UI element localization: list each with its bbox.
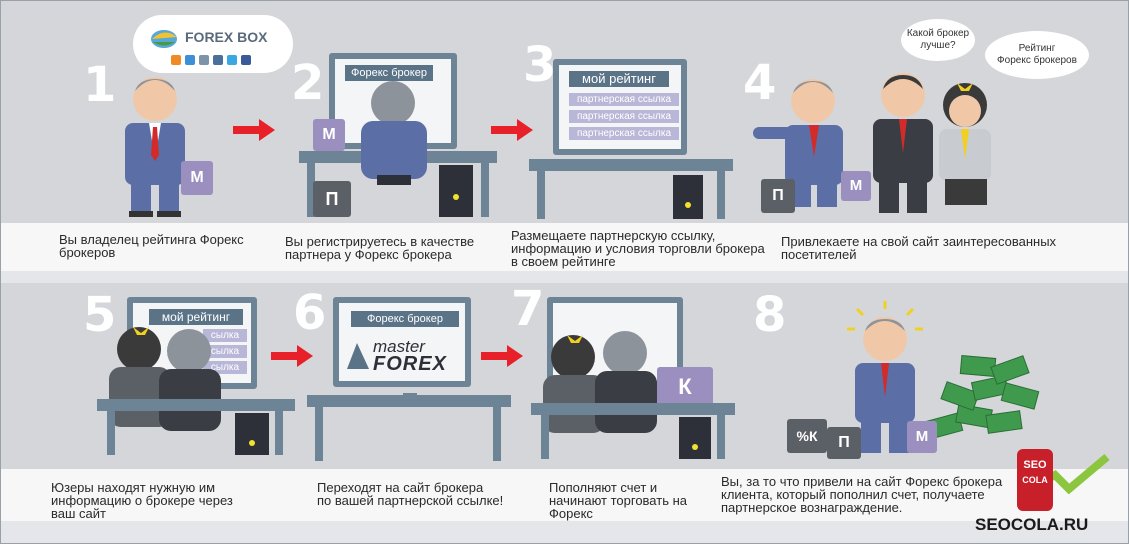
woman-visitor-figure bbox=[939, 83, 991, 205]
odnoklassniki-icon[interactable] bbox=[199, 55, 209, 65]
logo-text: FOREX BOX bbox=[185, 29, 268, 45]
arrow-right-icon bbox=[271, 345, 313, 367]
step-4-caption: Привлекаете на свой сайт заинтересованны… bbox=[781, 234, 1057, 262]
speech-bubble: Какой брокер лучше? bbox=[901, 19, 975, 61]
facebook-icon[interactable] bbox=[241, 55, 251, 65]
user-back-figure bbox=[361, 81, 427, 185]
step-number-2: 2 bbox=[291, 55, 325, 111]
step-6-caption: Переходят на сайт брокера по вашей партн… bbox=[317, 480, 504, 508]
twitter-icon[interactable] bbox=[227, 55, 237, 65]
ie-icon[interactable] bbox=[185, 55, 195, 65]
masterforex-emblem-icon bbox=[347, 343, 369, 369]
can-cola-text: COLA bbox=[1022, 475, 1048, 485]
monitor: мой рейтинг партнерская ссылка партнерск… bbox=[553, 59, 687, 155]
businessman-figure bbox=[125, 77, 185, 217]
step-number-8: 8 bbox=[753, 287, 787, 343]
logo-globe-icon bbox=[151, 30, 177, 48]
arrow-right-icon bbox=[481, 345, 523, 367]
step-number-3: 3 bbox=[523, 37, 557, 93]
bag-k: К bbox=[657, 367, 713, 407]
step-7-caption: Пополняют счет и начинают торговать на Ф… bbox=[549, 480, 688, 521]
step-8-caption: Вы, за то что привели на сайт Форекс бро… bbox=[721, 474, 1003, 515]
bag-p: П bbox=[827, 427, 861, 459]
bag-m: М bbox=[841, 171, 871, 201]
bottom-caption-strip bbox=[1, 469, 1128, 521]
man-visitor-figure bbox=[873, 73, 933, 213]
screen-title: Форекс брокер bbox=[351, 311, 459, 327]
step-2-caption: Вы регистрируетесь в качестве партнера у… bbox=[285, 234, 475, 262]
social-icons bbox=[171, 55, 261, 67]
speech-bubble: Рейтинг Форекс брокеров bbox=[985, 31, 1089, 79]
desk bbox=[307, 393, 511, 461]
screen-title: мой рейтинг bbox=[149, 309, 243, 325]
logo-forex-text: FOREX bbox=[373, 353, 447, 375]
money-pile-icon bbox=[924, 355, 1040, 440]
seocola-watermark[interactable]: SEO COLA SEOCOLA.RU bbox=[973, 445, 1123, 541]
partner-link[interactable]: сылка bbox=[203, 345, 247, 358]
top-caption-strip bbox=[1, 223, 1128, 271]
bag-p: П bbox=[313, 181, 351, 217]
bag-p: П bbox=[761, 179, 795, 213]
step-5-caption: Юзеры находят нужную им информацию о бро… bbox=[51, 480, 233, 521]
step-number-4: 4 bbox=[743, 55, 777, 111]
bag-m: М bbox=[907, 421, 937, 453]
bag-pk: %К bbox=[787, 419, 827, 453]
partner-link[interactable]: партнерская ссылка bbox=[569, 110, 679, 123]
partner-link[interactable]: партнерская ссылка bbox=[569, 93, 679, 106]
user-back-figure bbox=[109, 327, 171, 427]
monitor: Форекс брокер master FOREX bbox=[333, 297, 471, 387]
bag-m: М bbox=[181, 161, 213, 195]
screen-title: Форекс брокер bbox=[345, 65, 433, 81]
user-back-figure bbox=[595, 331, 657, 433]
partner-link[interactable]: партнерская ссылка bbox=[569, 127, 679, 140]
seocola-site-text: SEOCOLA.RU bbox=[975, 515, 1089, 534]
desk bbox=[97, 399, 295, 455]
desk bbox=[299, 151, 497, 217]
businessman-pointing-figure bbox=[753, 79, 843, 207]
step-3-caption: Размещаете партнерскую ссылку, информаци… bbox=[511, 228, 765, 269]
step-number-1: 1 bbox=[83, 57, 117, 113]
step-number-5: 5 bbox=[83, 287, 117, 343]
partner-link[interactable]: сылка bbox=[203, 329, 247, 342]
arrow-right-icon bbox=[491, 119, 533, 141]
desk bbox=[531, 403, 735, 459]
step-number-6: 6 bbox=[293, 285, 327, 341]
step-1-caption: Вы владелец рейтинга Форекс брокеров bbox=[59, 232, 244, 260]
screen-title: мой рейтинг bbox=[569, 71, 669, 87]
forex-box-logo[interactable]: FOREX BOX bbox=[133, 15, 293, 73]
desk bbox=[529, 159, 733, 219]
can-seo-text: SEO bbox=[1023, 459, 1047, 471]
cola-can-icon: SEO COLA bbox=[1017, 449, 1053, 511]
step-number-7: 7 bbox=[511, 281, 545, 337]
logo-master-text: master bbox=[373, 337, 425, 356]
bag-m: М bbox=[313, 119, 345, 151]
masterforex-logo[interactable]: master FOREX bbox=[345, 337, 463, 375]
arrow-right-icon bbox=[233, 119, 275, 141]
happy-businessman-figure bbox=[847, 301, 923, 453]
rss-icon[interactable] bbox=[171, 55, 181, 65]
vk-icon[interactable] bbox=[213, 55, 223, 65]
